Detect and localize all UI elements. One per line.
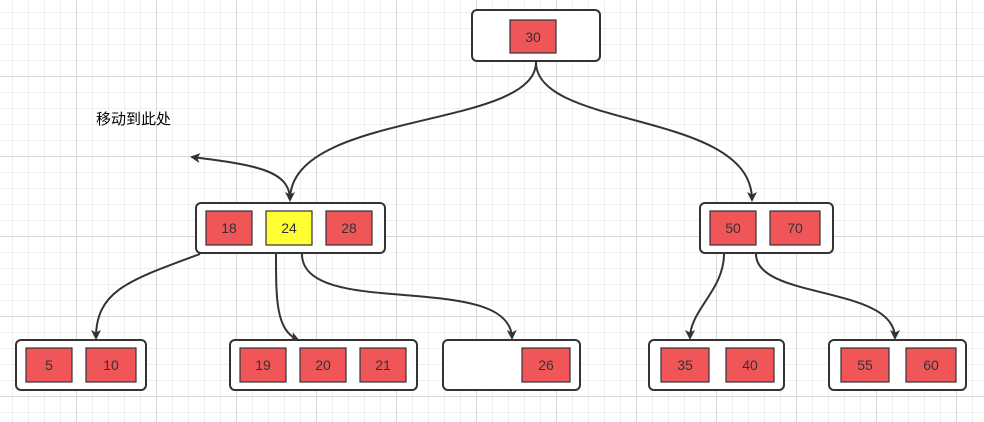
key-box	[840, 347, 890, 383]
edges	[91, 61, 900, 342]
key-label: 18	[221, 220, 237, 236]
key-label: 30	[525, 29, 541, 45]
edge-right-to-leaf-5	[755, 253, 900, 340]
key-box	[521, 347, 571, 383]
key-label: 55	[857, 357, 873, 373]
key-box	[239, 347, 287, 383]
edge-left-to-leaf-1	[91, 253, 201, 340]
key-box	[769, 210, 821, 246]
key-label-highlighted: 24	[281, 220, 297, 236]
node-leaf-2: 19 20 21	[229, 339, 418, 391]
node-right: 50 70	[699, 202, 834, 254]
key-box	[709, 210, 757, 246]
key-box	[85, 347, 137, 383]
key-label: 10	[103, 357, 119, 373]
key-box	[205, 210, 253, 246]
key-label: 35	[677, 357, 693, 373]
key-box	[299, 347, 347, 383]
key-box	[325, 210, 373, 246]
edge-root-to-right	[535, 61, 757, 202]
node-leaf-1: 5 10	[15, 339, 147, 391]
move-here-annotation: 移动到此处	[96, 110, 171, 128]
key-box	[509, 19, 557, 54]
key-label: 40	[742, 357, 758, 373]
key-label: 26	[538, 357, 554, 373]
node-root: 30	[471, 9, 601, 62]
key-label: 50	[725, 220, 741, 236]
key-box-highlighted	[265, 210, 313, 246]
key-label: 21	[375, 357, 391, 373]
edge-move-arrow	[190, 153, 291, 201]
node-leaf-5: 55 60	[828, 339, 967, 391]
edge-left-to-leaf-3	[301, 253, 517, 340]
key-label: 19	[255, 357, 271, 373]
key-label: 28	[341, 220, 357, 236]
key-label: 60	[923, 357, 939, 373]
edge-root-to-left	[285, 61, 537, 202]
node-left: 18 24 28	[195, 202, 386, 254]
key-box	[905, 347, 957, 383]
key-label: 20	[315, 357, 331, 373]
key-box	[359, 347, 407, 383]
node-leaf-3: 26	[442, 339, 581, 391]
key-box	[25, 347, 73, 383]
key-box	[725, 347, 775, 383]
key-label: 5	[45, 357, 53, 373]
node-leaf-4: 35 40	[648, 339, 785, 391]
edge-right-to-leaf-4	[685, 253, 725, 340]
key-label: 70	[787, 220, 803, 236]
key-box	[660, 347, 710, 383]
edge-left-to-leaf-2	[275, 253, 300, 342]
